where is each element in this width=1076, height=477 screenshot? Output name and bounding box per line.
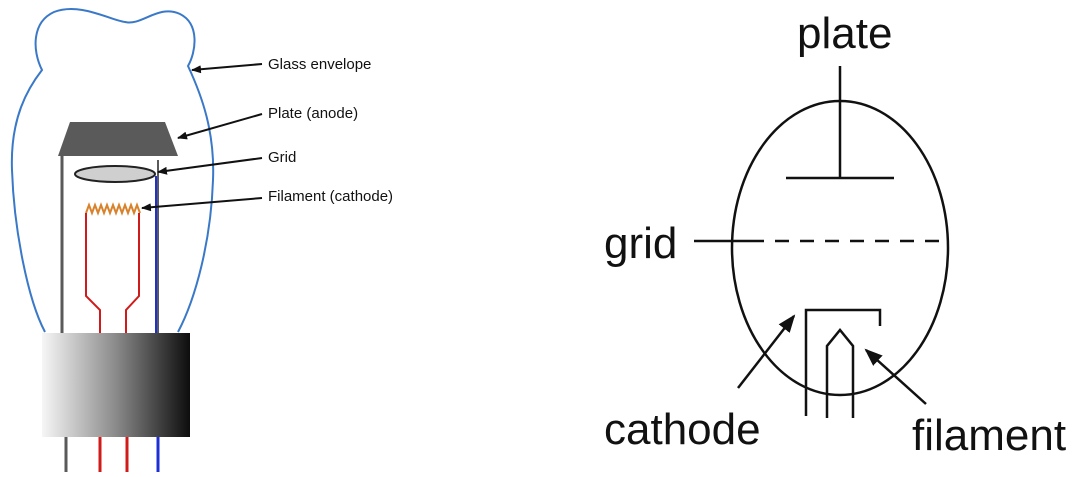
red-lead-left [85, 213, 101, 334]
grid-element [74, 165, 156, 183]
red-lead-right [125, 213, 140, 334]
label-cathode: cathode [604, 405, 761, 454]
label-filament-cathode: Filament (cathode) [268, 188, 393, 205]
label-plate: plate [797, 9, 892, 58]
label-grid: Grid [268, 149, 296, 166]
filament-coil [85, 202, 141, 216]
plate-arrow [177, 113, 263, 140]
label-plate-anode: Plate (anode) [268, 105, 358, 122]
schematic-triode: plate grid cathode filament [604, 9, 1066, 460]
pictorial-tube: Glass envelope Plate (anode) Grid Filame… [10, 8, 393, 472]
label-grid-schematic: grid [604, 219, 677, 268]
tube-base [42, 333, 190, 437]
glass-arrow [191, 63, 263, 74]
label-glass-envelope: Glass envelope [268, 56, 371, 73]
cathode-arrow [737, 314, 796, 389]
schematic-cathode [804, 308, 882, 416]
plate-anode [58, 122, 178, 156]
label-filament: filament [912, 411, 1066, 460]
grid-arrow [157, 157, 263, 175]
filament-arrow [141, 197, 263, 212]
schematic-filament [825, 328, 855, 418]
filament-arrow-schematic [864, 348, 927, 405]
glass-envelope-outline [10, 8, 215, 333]
